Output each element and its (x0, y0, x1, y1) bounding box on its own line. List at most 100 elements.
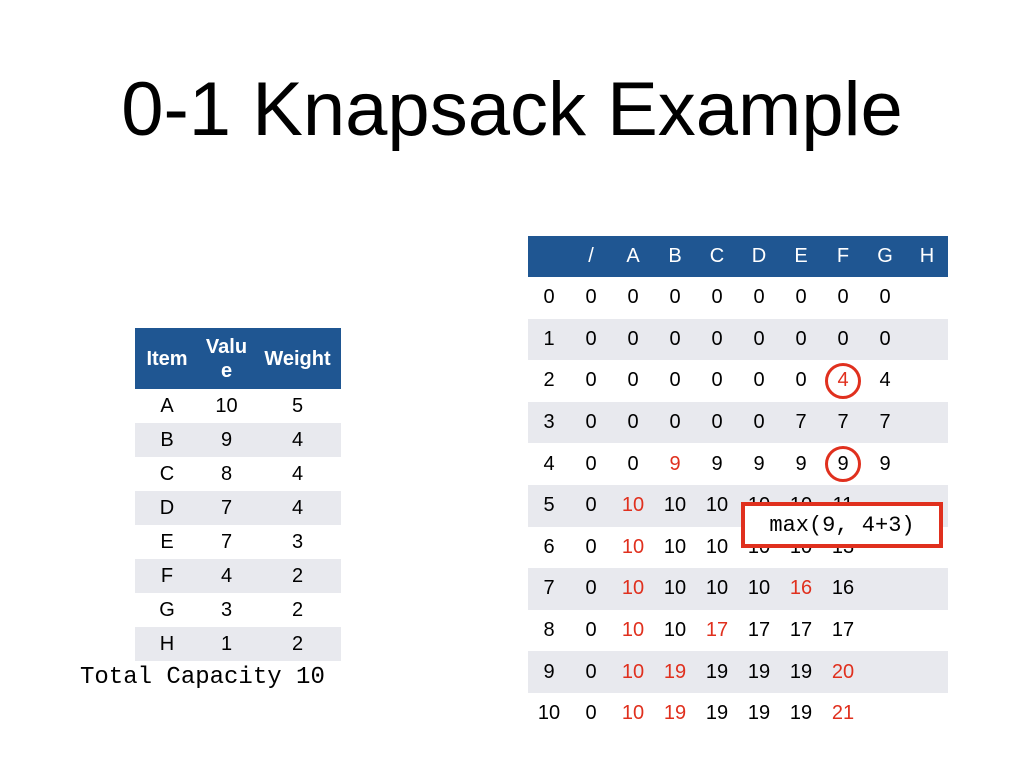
dp-cell: 19 (789, 660, 813, 683)
dp-cell: 21 (831, 702, 855, 725)
dp-capacity-label: 3 (543, 411, 555, 434)
dp-cell: 7 (795, 411, 807, 434)
dp-cell: 10 (705, 535, 729, 558)
dp-cell: 10 (621, 702, 645, 725)
dp-capacity-label: 6 (543, 535, 555, 558)
dp-column-header: G (877, 245, 893, 267)
item-name: E (160, 530, 174, 553)
highlight-circle (825, 362, 861, 399)
dp-cell: 10 (705, 577, 729, 600)
dp-cell: 19 (705, 702, 729, 725)
dp-cell: 0 (669, 286, 681, 309)
item-value: 10 (215, 394, 238, 417)
dp-cell: 9 (711, 452, 723, 475)
max-callout: max(9, 4+3) (741, 502, 943, 548)
dp-cell: 20 (831, 660, 855, 683)
item-name: C (159, 462, 175, 485)
dp-cell: 0 (879, 286, 891, 309)
dp-cell: 0 (753, 286, 765, 309)
dp-cell: 0 (627, 411, 639, 434)
dp-cell: 16 (831, 577, 855, 600)
dp-column-header: C (709, 245, 725, 267)
dp-cell: 0 (627, 286, 639, 309)
dp-capacity-label: 7 (543, 577, 555, 600)
dp-cell: 10 (621, 619, 645, 642)
dp-column-header: F (836, 245, 850, 267)
dp-cell: 10 (663, 494, 687, 517)
dp-cell: 7 (879, 411, 891, 434)
items-table-header: Item Valu e Weight (135, 328, 341, 389)
dp-cell: 10 (621, 535, 645, 558)
dp-cell: 19 (747, 660, 771, 683)
dp-cell: 0 (585, 411, 597, 434)
item-weight: 4 (291, 428, 304, 451)
item-name: B (160, 428, 174, 451)
item-value: 4 (220, 564, 233, 587)
dp-cell: 9 (795, 452, 807, 475)
item-value: 7 (220, 530, 233, 553)
item-value: 3 (220, 598, 233, 621)
dp-cell: 0 (585, 702, 597, 725)
dp-cell: 0 (585, 494, 597, 517)
item-weight: 5 (291, 394, 304, 417)
dp-cell: 0 (753, 327, 765, 350)
dp-cell: 9 (879, 452, 891, 475)
item-weight: 4 (291, 496, 304, 519)
dp-cell: 4 (879, 369, 891, 392)
dp-cell: 0 (753, 411, 765, 434)
dp-cell: 10 (705, 494, 729, 517)
item-value: 7 (220, 496, 233, 519)
item-weight: 2 (291, 632, 304, 655)
dp-cell: 10 (747, 577, 771, 600)
dp-cell: 19 (705, 660, 729, 683)
item-name: D (159, 496, 175, 519)
dp-column-header: H (919, 245, 935, 267)
dp-capacity-label: 0 (543, 286, 555, 309)
dp-cell: 10 (663, 619, 687, 642)
dp-cell: 0 (585, 535, 597, 558)
weight-column-header: Weight (264, 347, 331, 370)
dp-cell: 0 (669, 411, 681, 434)
dp-cell: 19 (789, 702, 813, 725)
dp-cell: 0 (795, 327, 807, 350)
dp-column-header: B (668, 245, 682, 267)
dp-cell: 0 (585, 577, 597, 600)
dp-cell: 17 (747, 619, 771, 642)
item-weight: 2 (291, 598, 304, 621)
item-weight: 2 (291, 564, 304, 587)
dp-cell: 19 (663, 660, 687, 683)
item-name: G (159, 598, 175, 621)
dp-cell: 0 (879, 327, 891, 350)
dp-cell: 0 (753, 369, 765, 392)
dp-column-header: D (751, 245, 767, 267)
dp-cell: 0 (627, 369, 639, 392)
item-row: B 9 4 (135, 423, 341, 457)
dp-cell: 16 (789, 577, 813, 600)
dp-column-header: / (588, 245, 594, 267)
item-name: F (160, 564, 174, 587)
value-header-line-2: e (220, 359, 233, 382)
item-name: H (159, 632, 175, 655)
item-value: 8 (220, 462, 233, 485)
dp-cell: 0 (795, 369, 807, 392)
dp-cell: 0 (585, 452, 597, 475)
dp-cell: 10 (621, 660, 645, 683)
item-value: 9 (220, 428, 233, 451)
dp-cell: 19 (663, 702, 687, 725)
dp-capacity-label: 5 (543, 494, 555, 517)
dp-cell: 0 (669, 369, 681, 392)
dp-cell: 0 (711, 327, 723, 350)
value-header-line-1: Valu (205, 335, 248, 358)
dp-cell: 17 (831, 619, 855, 642)
